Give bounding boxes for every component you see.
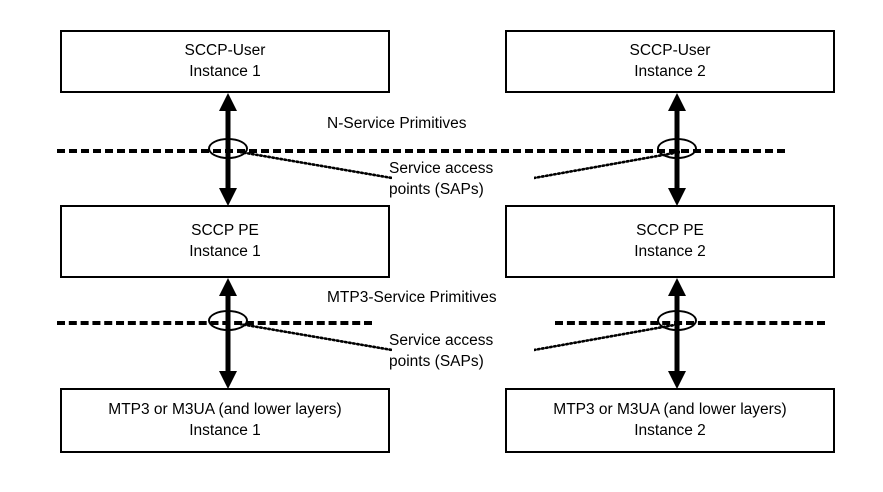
layer-box-title: SCCP PE	[191, 221, 259, 239]
sap-ellipse-icon-mtp3-sap-1	[208, 310, 248, 331]
sap-ellipse-icon-n-sap-2	[657, 138, 697, 159]
double-headed-arrow-icon-pe-1-to-mtp3-1	[219, 278, 237, 389]
layer-box-title: SCCP PE	[636, 221, 704, 239]
layer-box-subtitle: Instance 2	[634, 421, 706, 439]
label-text-line1: Service access	[389, 332, 494, 349]
layer-box-sccp-user-instance-1: SCCP-User Instance 1	[60, 30, 390, 93]
label-text-line1: Service access	[389, 160, 494, 177]
label-service-access-points-bottom: Service access points (SAPs)	[389, 331, 493, 373]
layer-box-subtitle: Instance 2	[634, 242, 706, 260]
label-text: MTP3-Service Primitives	[327, 289, 497, 306]
label-service-access-points-top: Service access points (SAPs)	[389, 159, 493, 201]
label-mtp3-service-primitives: MTP3-Service Primitives	[327, 288, 497, 309]
dotted-leader-line-icon-bottom-left	[240, 322, 392, 352]
dashed-boundary-line-n-service	[57, 149, 785, 153]
layer-box-subtitle: Instance 2	[634, 62, 706, 80]
label-text-line2: points (SAPs)	[389, 180, 484, 198]
layer-box-sccp-pe-instance-2: SCCP PE Instance 2	[505, 205, 835, 278]
layer-box-subtitle: Instance 1	[189, 421, 261, 439]
sap-ellipse-icon-n-sap-1	[208, 138, 248, 159]
sap-ellipse-icon-mtp3-sap-2	[657, 310, 697, 331]
dotted-leader-line-icon-bottom-right	[534, 322, 680, 352]
layer-box-mtp3-instance-1: MTP3 or M3UA (and lower layers) Instance…	[60, 388, 390, 453]
dotted-leader-line-icon-top-left	[240, 150, 392, 180]
label-n-service-primitives: N-Service Primitives	[327, 114, 467, 135]
layer-box-subtitle: Instance 1	[189, 62, 261, 80]
layer-box-sccp-user-instance-2: SCCP-User Instance 2	[505, 30, 835, 93]
label-text-line2: points (SAPs)	[389, 352, 484, 370]
double-headed-arrow-icon-pe-2-to-mtp3-2	[668, 278, 686, 389]
dotted-leader-line-icon-top-right	[534, 150, 680, 180]
label-text: N-Service Primitives	[327, 115, 467, 132]
layer-box-title: MTP3 or M3UA (and lower layers)	[553, 400, 787, 418]
layer-box-title: SCCP-User	[629, 41, 711, 59]
layer-box-mtp3-instance-2: MTP3 or M3UA (and lower layers) Instance…	[505, 388, 835, 453]
layer-box-subtitle: Instance 1	[189, 242, 261, 260]
layer-box-title: SCCP-User	[184, 41, 266, 59]
layer-box-title: MTP3 or M3UA (and lower layers)	[108, 400, 342, 418]
layer-box-sccp-pe-instance-1: SCCP PE Instance 1	[60, 205, 390, 278]
